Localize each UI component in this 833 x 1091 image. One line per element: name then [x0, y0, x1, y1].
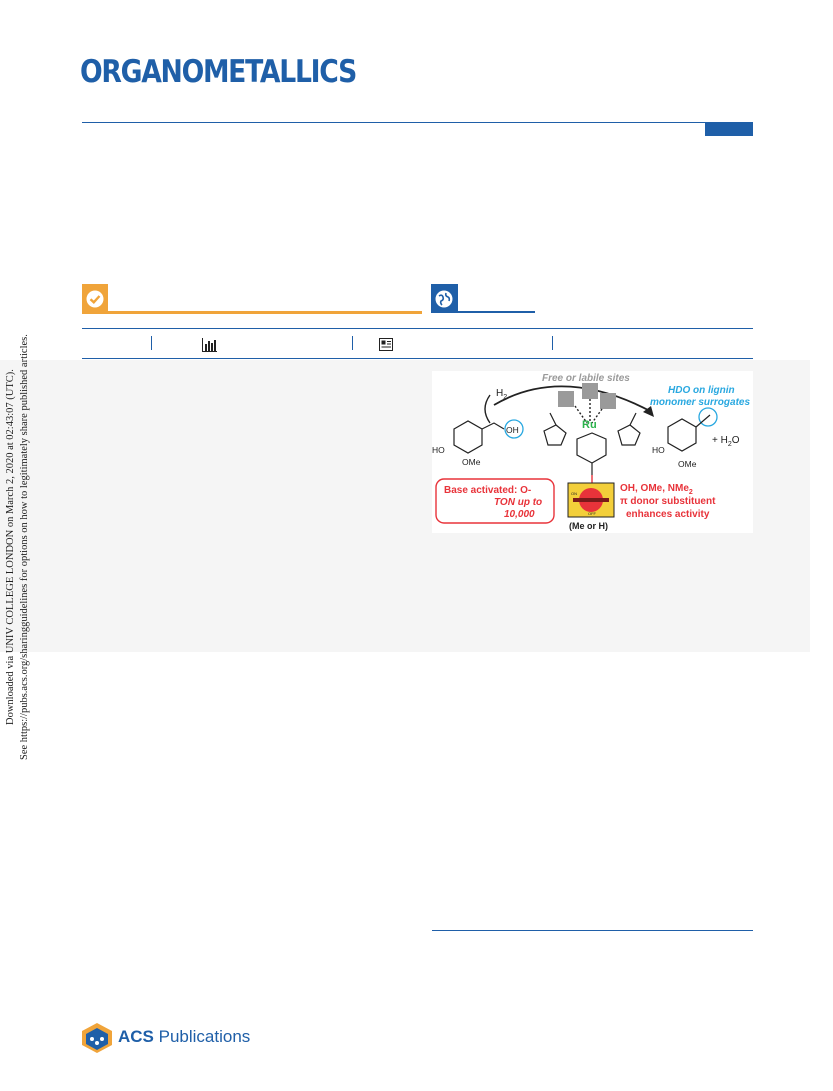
donor-label-line3: enhances activity: [626, 509, 710, 520]
free-sites-label: Free or labile sites: [542, 373, 630, 384]
metrics-separator: [151, 336, 152, 350]
download-notice-line2[interactable]: See https://pubs.acs.org/sharingguidelin…: [19, 334, 30, 760]
journal-title[interactable]: ORGANOMETALLICS: [80, 54, 357, 90]
hdo-label-line2: monomer surrogates: [650, 397, 750, 408]
donor-label-line1: OH, OMe, NMe2: [620, 483, 693, 496]
water-label: + H2O: [712, 435, 740, 448]
metrics-separator: [552, 336, 553, 350]
switch-on-label: ON: [571, 491, 577, 496]
me-or-h-label: (Me or H): [569, 521, 608, 531]
ho-left-label: HO: [432, 445, 445, 455]
hdo-label-line1: HDO on lignin: [668, 385, 735, 396]
ton-label: TON up to: [494, 497, 542, 508]
download-notice-line1: Downloaded via UNIV COLLEGE LONDON on Ma…: [5, 369, 16, 725]
acs-logo-text: ACS Publications: [118, 1027, 251, 1046]
h2-label: H2: [496, 388, 507, 401]
cite-badge-underline: [82, 311, 422, 314]
metrics-bar-bottom-rule: [82, 358, 753, 359]
donor-label-line2: π donor substituent: [620, 496, 716, 507]
ome-left-label: OMe: [462, 457, 481, 467]
toc-graphic[interactable]: Free or labile sites HDO on lignin monom…: [432, 371, 753, 533]
check-circle-icon: [86, 290, 104, 308]
bar-chart-icon[interactable]: [202, 338, 217, 352]
open-access-underline: [431, 311, 535, 313]
ho-right-label: HO: [652, 445, 665, 455]
switch-off-label: OFF: [588, 511, 597, 516]
footnote-rule: [432, 930, 753, 931]
metrics-separator: [352, 336, 353, 350]
article-type-tab: [705, 122, 753, 136]
oh-label: OH: [506, 425, 519, 435]
cite-this-badge[interactable]: [82, 284, 108, 313]
base-activated-label: Base activated: O-: [444, 485, 531, 496]
acs-hexagon-icon: [82, 1023, 112, 1053]
download-notice: Downloaded via UNIV COLLEGE LONDON on Ma…: [4, 334, 32, 760]
globe-icon: [435, 290, 453, 308]
ru-label: Ru: [582, 419, 597, 431]
metrics-bar-top-rule: [82, 328, 753, 329]
header-rule: [82, 122, 705, 123]
open-access-badge[interactable]: [431, 284, 458, 313]
acs-publications-logo[interactable]: ACS Publications: [80, 1022, 250, 1056]
ton-value: 10,000: [504, 509, 535, 520]
ome-right-label: OMe: [678, 459, 697, 469]
article-icon[interactable]: [379, 338, 393, 351]
